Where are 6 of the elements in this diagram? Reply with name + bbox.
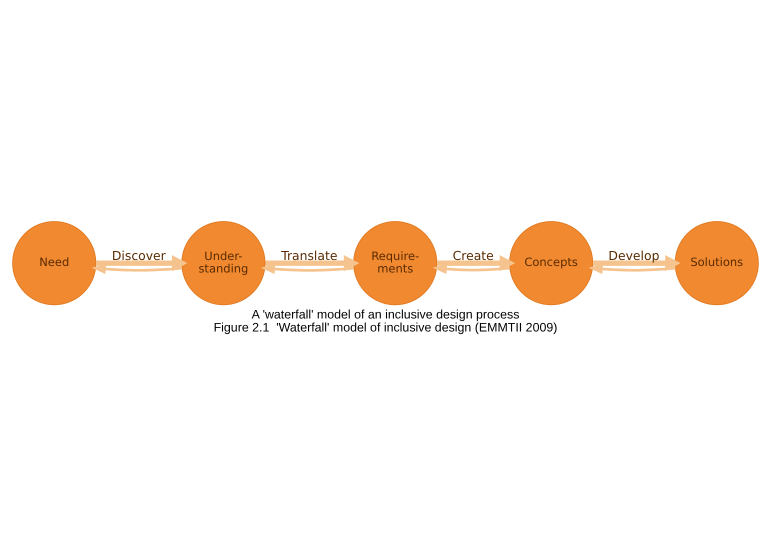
edge-label: Translate	[281, 247, 338, 262]
edge-label: Discover	[112, 247, 166, 262]
edge-label: Develop	[608, 247, 660, 262]
caption: Figure 2.1 'Waterfall' model of inclusive design (EMMTII 2009)	[214, 320, 558, 334]
edge-label: Create	[452, 247, 494, 262]
diagram-title: A 'waterfall' model of an inclusive design process	[252, 306, 520, 321]
